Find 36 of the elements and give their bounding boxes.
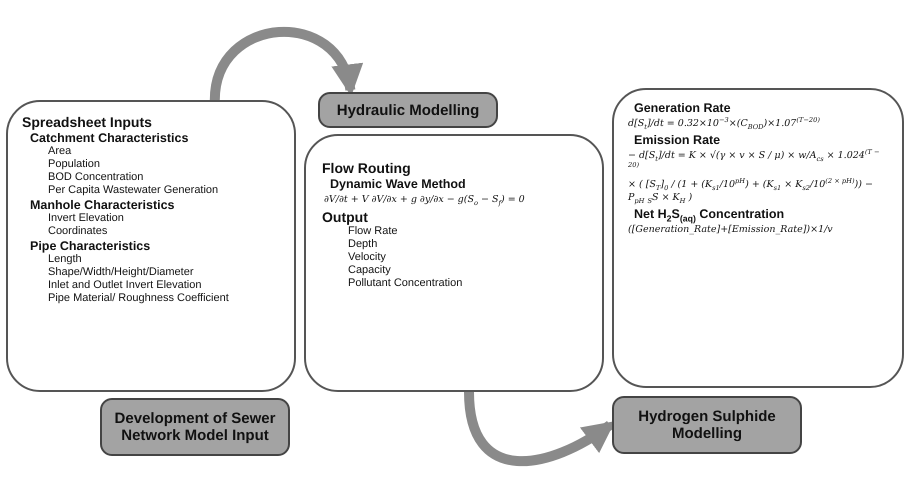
stage-label: Development of Sewer Network Model Input [100,398,290,456]
list-item: Population [48,158,100,171]
rounded-panel [6,100,296,392]
list-item: Flow Rate [348,225,398,238]
subheading: Emission Rate [634,133,720,147]
list-item: Inlet and Outlet Invert Elevation [48,279,202,292]
formula: × ( [S$_{T}$]$_{0}$ / (1 + (K$_{s1}$/10$^{pH}$) + (K$_{s1}$ × K$_{s2}$/10$^{(2 × pH)}$)) − P$_{pH}$ $_{S}$S × K$_{H}$ ) [628,178,874,204]
rounded-panel [304,134,604,392]
heading: Flow Routing [322,160,411,176]
subheading: Generation Rate [634,101,731,115]
heading: Output [322,209,368,225]
subheading: Manhole Characteristics [30,198,174,212]
subheading: Dynamic Wave Method [330,177,466,191]
list-item: Length [48,253,82,266]
list-item: Area [48,145,72,158]
list-item: Per Capita Wastewater Generation [48,184,218,197]
subheading: Net H$_{2}$S$_{(aq)}$ Concentration [634,207,784,221]
formula: d[S$_{t}$]/dt = 0.32×10$^{−3}$×(C$_{BOD}$)×1.07$^{(T−20)}$ [628,117,821,130]
subheading: Catchment Characteristics [30,131,188,145]
list-item: Capacity [348,264,391,277]
stage-label: Hydrogen Sulphide Modelling [612,396,802,454]
subheading: Pipe Characteristics [30,239,150,253]
stage-label: Hydraulic Modelling [318,92,498,128]
list-item: Pollutant Concentration [348,277,462,290]
formula: ([Generation_Rate]+[Emission_Rate])×1/v [628,224,834,236]
heading: Spreadsheet Inputs [22,114,152,130]
list-item: Coordinates [48,225,108,238]
rounded-panel [612,88,904,388]
list-item: Depth [348,238,378,251]
list-item: Velocity [348,251,386,264]
formula: ∂V/∂t + V ∂V/∂x + g ∂y/∂x − g(S$_{o}$ − S$_{f}$) = 0 [324,193,526,206]
list-item: Pipe Material/ Roughness Coefficient [48,292,229,305]
list-item: Shape/Width/Height/Diameter [48,266,194,279]
list-item: BOD Concentration [48,171,144,184]
list-item: Invert Elevation [48,212,124,225]
curved-arrow [210,27,360,101]
